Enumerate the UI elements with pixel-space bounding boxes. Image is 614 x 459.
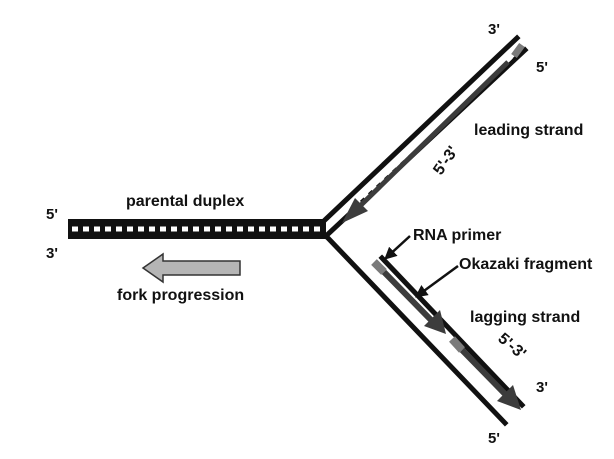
parental-duplex-label: parental duplex (126, 193, 244, 210)
rna-primer-label: RNA primer (413, 227, 501, 244)
okazaki-1-rna-primer (371, 259, 387, 275)
leading-direction-label: 5'-3' (430, 143, 462, 178)
parental-top-end-label: 5' (46, 206, 58, 223)
okazaki-2-arrowhead (497, 385, 521, 410)
leading-base-pairs (346, 50, 518, 215)
rna-primer-pointer-arrow (384, 235, 411, 260)
lagging-strand-arm (322, 232, 526, 427)
lagging-right-end-label: 3' (536, 379, 548, 396)
leading-new-strand (358, 60, 510, 208)
okazaki-fragment-2 (459, 347, 508, 397)
leading-new-strand-arrowhead (342, 198, 368, 223)
leading-strand-label: leading strand (474, 122, 583, 139)
leading-rna-primer (511, 42, 525, 59)
leading-top-end-label: 3' (488, 21, 500, 38)
leading-right-end-label: 5' (536, 59, 548, 76)
okazaki-1-arrowhead (424, 310, 446, 334)
lagging-template-strand (322, 232, 509, 427)
fork-progression-label: fork progression (117, 287, 244, 304)
lagging-bottom-end-label: 5' (488, 430, 500, 447)
okazaki-fragment-label: Okazaki fragment (459, 256, 593, 273)
fork-progression-arrow (141, 252, 241, 284)
okazaki-2-rna-primer (449, 336, 465, 353)
parental-bottom-end-label: 3' (46, 245, 58, 262)
leading-template-strand (322, 34, 521, 223)
parental-duplex (68, 219, 326, 239)
lagging-direction-label: 5'-3' (494, 330, 528, 363)
okazaki-fragment-pointer-arrow (414, 264, 459, 298)
okazaki-fragment-1 (381, 269, 435, 324)
lagging-strand-label: lagging strand (470, 309, 580, 326)
lagging-outer-strand (378, 254, 526, 409)
leading-strand-arm (322, 34, 529, 240)
